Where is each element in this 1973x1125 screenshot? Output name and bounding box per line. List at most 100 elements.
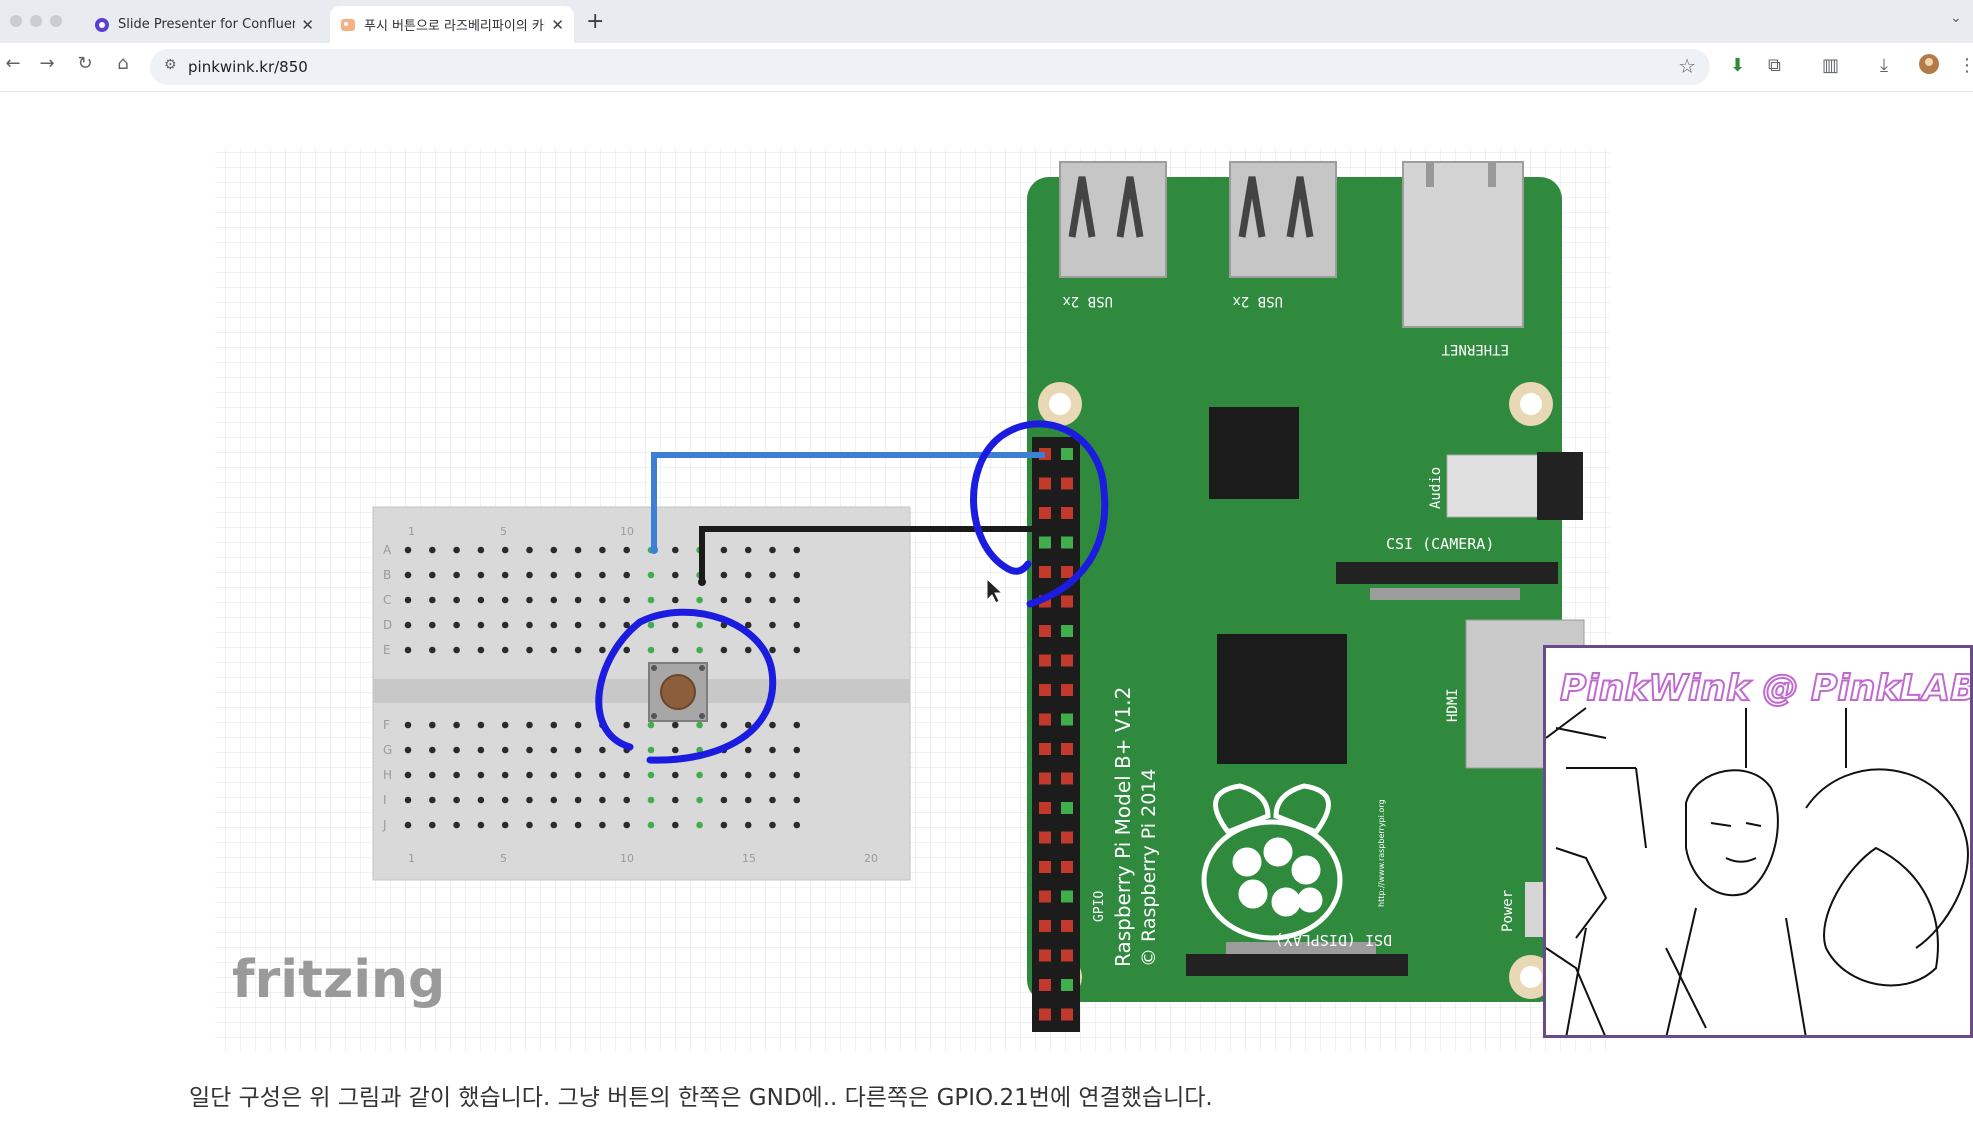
breadboard-row-label: F: [383, 718, 390, 732]
breadboard-hole: [672, 746, 679, 754]
breadboard-hole: [696, 646, 703, 654]
downloads-icon[interactable]: ⤓: [1880, 55, 1888, 76]
breadboard-row-label: B: [383, 568, 391, 582]
gpio-pin: [1061, 772, 1073, 785]
breadboard-hole: [744, 821, 752, 829]
window-zoom-dot[interactable]: [50, 15, 62, 27]
gpio-pin: [1039, 861, 1051, 873]
audio-label: Audio: [1428, 467, 1444, 509]
gpio-pin: [1061, 920, 1073, 932]
avatar[interactable]: [1918, 53, 1940, 80]
tab-slide-presenter[interactable]: Slide Presenter for Confluence ✕: [84, 6, 324, 43]
breadboard-col-label: 5: [500, 852, 507, 865]
breadboard-hole: [526, 746, 533, 754]
window-close-dot[interactable]: [10, 15, 22, 27]
breadboard-hole: [599, 621, 606, 629]
push-button: [648, 662, 708, 722]
breadboard-hole: [599, 646, 606, 654]
breadboard-hole: [720, 646, 728, 654]
breadboard-hole: [647, 771, 655, 779]
breadboard-hole: [769, 771, 776, 779]
breadboard-hole: [574, 771, 582, 779]
gpio-pin: [1061, 654, 1073, 667]
close-icon[interactable]: ✕: [301, 15, 314, 34]
breadboard-hole: [477, 571, 485, 579]
breadboard-hole: [404, 796, 412, 804]
close-icon[interactable]: ✕: [551, 15, 564, 34]
breadboard-hole: [623, 721, 630, 729]
breadboard-hole: [404, 821, 412, 829]
breadboard-hole: [599, 546, 606, 554]
breadboard-hole: [720, 821, 728, 829]
breadboard-hole: [793, 546, 801, 554]
breadboard-hole: [647, 571, 655, 579]
breadboard-hole: [526, 546, 533, 554]
gpio-pin: [1039, 979, 1051, 991]
gpio-pin: [1039, 772, 1051, 785]
reload-icon[interactable]: ↻: [77, 53, 93, 74]
window-minimize-dot[interactable]: [30, 15, 42, 27]
gpio-pin: [1061, 684, 1073, 696]
download-arrow-icon[interactable]: ⬇: [1730, 55, 1746, 76]
breadboard-hole: [501, 796, 509, 804]
gpio-pin: [1061, 890, 1073, 903]
csi-label: CSI (CAMERA): [1386, 535, 1494, 553]
breadboard-hole: [696, 621, 703, 629]
breadboard-hole: [599, 571, 606, 579]
gpio-pin: [1039, 890, 1051, 903]
tab-pinkwink[interactable]: 푸시 버튼으로 라즈베리파이의 카메라 ✕: [330, 6, 574, 43]
url-text[interactable]: pinkwink.kr/850: [188, 58, 308, 76]
tab-title: 푸시 버튼으로 라즈베리파이의 카메라: [364, 19, 545, 34]
board-copyright-text: © Raspberry Pi 2014: [1138, 769, 1160, 967]
breadboard-hole: [696, 796, 703, 804]
forward-icon[interactable]: →: [39, 53, 55, 74]
breadboard-hole: [720, 546, 728, 554]
gpio-pin: [1061, 625, 1073, 637]
breadboard-hole: [501, 546, 509, 554]
webcam-watermark: PinkWink @ PinkLAB: [1559, 667, 1973, 710]
tab-search-icon[interactable]: ⌄: [1950, 10, 1962, 26]
breadboard-hole: [574, 646, 582, 654]
breadboard-row-label: G: [383, 743, 392, 757]
more-menu-icon[interactable]: ⋮: [1958, 55, 1973, 76]
breadboard-hole: [793, 821, 801, 829]
breadboard-hole: [599, 746, 606, 754]
breadboard-hole: [477, 821, 485, 829]
breadboard-hole: [550, 746, 558, 754]
breadboard-hole: [744, 796, 752, 804]
breadboard-hole: [550, 796, 558, 804]
breadboard-hole: [623, 571, 630, 579]
breadboard-hole: [647, 646, 655, 654]
breadboard-hole: [526, 721, 533, 729]
breadboard-hole: [574, 621, 582, 629]
board-model-text: Raspberry Pi Model B+ V1.2: [1111, 687, 1135, 967]
address-bar[interactable]: ⚙ pinkwink.kr/850 ☆: [150, 49, 1710, 85]
breadboard-hole: [793, 571, 801, 579]
breadboard-hole: [672, 771, 679, 779]
ethernet-label: ETHERNET: [1441, 341, 1509, 357]
breadboard-hole: [793, 721, 801, 729]
breadboard-hole: [550, 571, 558, 579]
breadboard-hole: [453, 771, 460, 779]
breadboard-hole: [672, 796, 679, 804]
breadboard-hole: [744, 771, 752, 779]
gpio-pin: [1039, 477, 1051, 490]
breadboard-hole: [599, 821, 606, 829]
side-panel-icon[interactable]: ▥: [1822, 55, 1840, 76]
breadboard-hole: [672, 571, 679, 579]
home-icon[interactable]: ⌂: [117, 53, 129, 74]
bookmark-star-icon[interactable]: ☆: [1678, 54, 1696, 78]
breadboard-hole: [404, 571, 412, 579]
breadboard-hole: [623, 546, 630, 554]
back-icon[interactable]: ←: [5, 53, 21, 74]
breadboard-hole: [526, 621, 533, 629]
site-info-icon[interactable]: ⚙: [164, 57, 177, 73]
breadboard-hole: [647, 821, 655, 829]
breadboard-hole: [477, 596, 485, 604]
breadboard-hole: [599, 596, 606, 604]
extensions-icon[interactable]: ⧉: [1768, 55, 1781, 76]
new-tab-button[interactable]: +: [586, 9, 605, 34]
gpio-pin: [1061, 1008, 1073, 1021]
breadboard-hole: [599, 771, 606, 779]
breadboard-hole: [501, 721, 509, 729]
